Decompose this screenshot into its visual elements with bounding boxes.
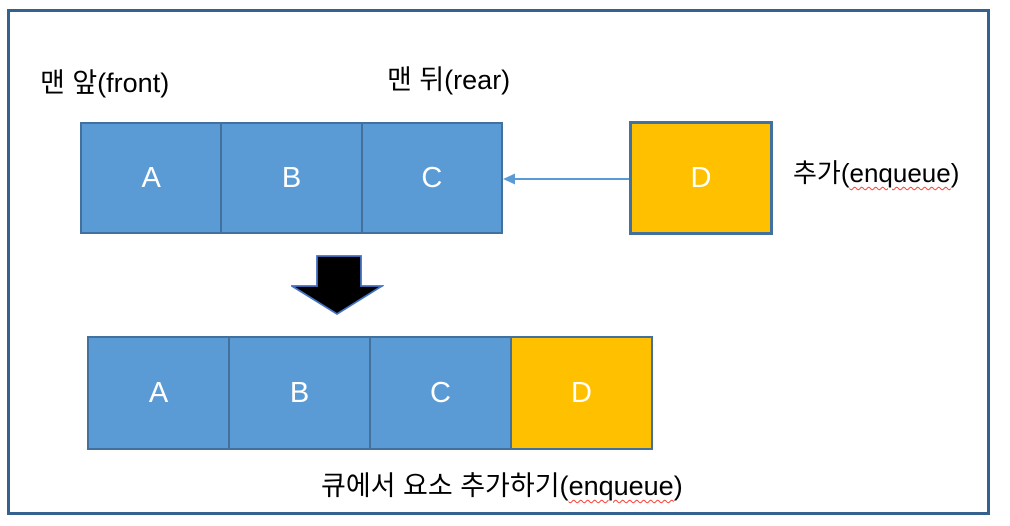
enqueue-label-word: enqueue (849, 158, 951, 188)
caption-suffix: ) (673, 471, 683, 501)
top-queue-cell-c: C (360, 124, 501, 232)
bottom-queue-cell-a: A (89, 338, 228, 448)
diagram-caption: 큐에서 요소 추가하기(enqueue) (321, 469, 683, 503)
outer-frame: 맨 앞(front) 맨 뒤(rear) A B C D 추가(enqueue)… (7, 9, 990, 515)
bottom-queue: A B C D (87, 336, 653, 450)
incoming-element-label: D (690, 161, 712, 194)
bottom-queue-cell-b: B (228, 338, 369, 448)
rear-label: 맨 뒤(rear) (387, 65, 511, 95)
top-queue-cell-a: A (82, 124, 221, 232)
enqueue-label-suffix: ) (950, 158, 960, 188)
caption-word: enqueue (568, 471, 674, 501)
enqueue-left-arrow-icon (503, 173, 629, 185)
top-queue-cell-b: B (220, 124, 361, 232)
incoming-element-box: D (629, 121, 773, 235)
front-label: 맨 앞(front) (40, 68, 170, 98)
bottom-queue-cell-c: C (369, 338, 510, 448)
enqueue-label: 추가(enqueue) (793, 156, 959, 190)
down-arrow-icon (291, 255, 384, 316)
enqueue-label-prefix: 추가( (793, 158, 850, 188)
bottom-queue-cell-d: D (510, 338, 651, 448)
caption-prefix: 큐에서 요소 추가하기( (321, 471, 569, 501)
top-queue: A B C (80, 122, 503, 234)
